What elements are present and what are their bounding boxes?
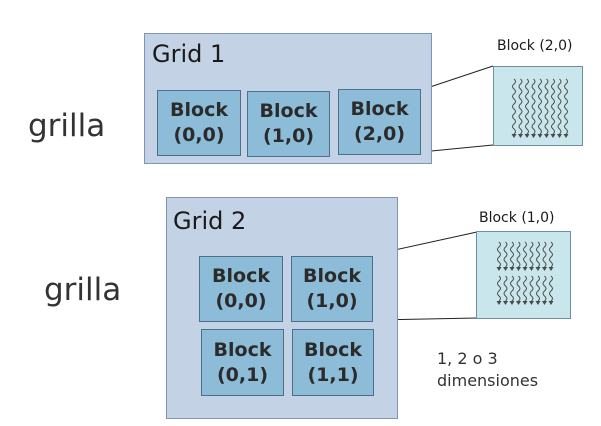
- grid2-side-label: grilla: [44, 272, 122, 308]
- thread-arrowhead-icon: [548, 267, 554, 271]
- wavy-thread-arrow-icon: [542, 275, 547, 302]
- thread-array: [511, 78, 569, 138]
- thread-arrowhead-icon: [496, 267, 502, 271]
- wavy-thread-arrow-icon: [551, 78, 555, 135]
- block-label: Block: [303, 265, 361, 287]
- wavy-thread-arrow-icon: [516, 275, 521, 302]
- wavy-thread-arrow-icon: [503, 275, 508, 302]
- grid2-block-1-1: Block (1,1): [292, 329, 374, 396]
- thread-arrowhead-icon: [544, 134, 549, 138]
- wavy-thread-arrow-icon: [549, 241, 553, 268]
- wavy-thread-arrow-icon: [525, 78, 529, 135]
- wavy-thread-arrow-icon: [497, 241, 501, 268]
- wavy-thread-arrow-icon: [497, 275, 501, 302]
- zoom-block-1-0: [476, 231, 571, 319]
- wavy-thread-arrow-icon: [518, 78, 523, 135]
- wavy-thread-arrow-icon: [557, 78, 562, 135]
- wavy-thread-arrow-icon: [531, 78, 536, 135]
- thread-arrowhead-icon: [550, 134, 556, 138]
- wavy-thread-arrow-icon: [510, 275, 514, 302]
- thread-arrowhead-icon: [524, 134, 530, 138]
- thread-arrowhead-icon: [535, 267, 541, 271]
- thread-arrowhead-icon: [522, 267, 528, 271]
- thread-arrowhead-icon: [518, 134, 523, 138]
- wavy-thread-arrow-icon: [529, 275, 534, 302]
- grid2-title: Grid 2: [173, 207, 247, 235]
- wavy-thread-arrow-icon: [523, 275, 527, 302]
- wavy-thread-arrow-icon: [529, 241, 534, 268]
- dimensions-note: 1, 2 o 3 dimensiones: [437, 348, 538, 392]
- zoom-block-2-0: [493, 66, 583, 146]
- block-index: (0,0): [215, 290, 267, 312]
- thread-arrowhead-icon: [496, 301, 502, 305]
- grid1-block-1-0: Block (1,0): [247, 91, 330, 157]
- block-label: Block: [170, 99, 228, 121]
- thread-arrowhead-icon: [563, 134, 569, 138]
- grid1-side-label: grilla: [28, 108, 106, 144]
- wavy-thread-arrow-icon: [516, 241, 521, 268]
- wavy-thread-arrow-icon: [564, 78, 568, 135]
- block-index: (0,1): [216, 363, 269, 386]
- zoom1-caption: Block (2,0): [497, 38, 573, 54]
- note-line-2: dimensiones: [437, 371, 539, 390]
- wavy-thread-arrow-icon: [523, 241, 527, 268]
- thread-arrowhead-icon: [535, 301, 541, 305]
- wavy-thread-arrow-icon: [536, 275, 540, 302]
- thread-arrowhead-icon: [511, 134, 517, 138]
- wavy-thread-arrow-icon: [538, 78, 542, 135]
- block-label: Block: [350, 98, 409, 120]
- wavy-thread-arrow-icon: [542, 241, 547, 268]
- grid2-block-0-0: Block (0,0): [199, 256, 283, 322]
- grid1-block-0-0: Block (0,0): [157, 90, 241, 156]
- note-line-1: 1, 2 o 3: [437, 349, 498, 368]
- block-label: Block: [212, 265, 270, 287]
- thread-arrowhead-icon: [516, 301, 521, 305]
- block-index: (2,0): [353, 123, 406, 145]
- wavy-thread-arrow-icon: [549, 275, 553, 302]
- thread-arrowhead-icon: [531, 134, 536, 138]
- wavy-thread-arrow-icon: [536, 241, 540, 268]
- thread-arrowhead-icon: [537, 134, 543, 138]
- grid2-block-0-1: Block (0,1): [201, 329, 284, 396]
- thread-arrowhead-icon: [503, 301, 508, 305]
- thread-arrowhead-icon: [522, 301, 528, 305]
- grid-2: Grid 2 Block (0,0) Block (1,0) Block (0,…: [166, 197, 398, 419]
- grid1-block-2-0: Block (2,0): [338, 89, 421, 155]
- block-index: (1,1): [307, 363, 359, 386]
- wavy-thread-arrow-icon: [512, 78, 516, 135]
- connector-grid1-bottom: [420, 144, 494, 153]
- grid-1: Grid 1 Block (0,0) Block (1,0) Block (2,…: [144, 33, 432, 164]
- thread-arrowhead-icon: [503, 267, 508, 271]
- block-index: (0,0): [173, 124, 225, 146]
- thread-arrowhead-icon: [509, 301, 515, 305]
- thread-arrowhead-icon: [509, 267, 515, 271]
- block-label: Block: [259, 100, 318, 122]
- grid2-block-1-0: Block (1,0): [291, 256, 373, 322]
- grid1-title: Grid 1: [152, 40, 226, 68]
- wavy-thread-arrow-icon: [510, 241, 514, 268]
- thread-arrowhead-icon: [557, 134, 562, 138]
- thread-arrowhead-icon: [542, 301, 547, 305]
- thread-arrowhead-icon: [529, 267, 534, 271]
- thread-array: [496, 241, 554, 305]
- thread-arrowhead-icon: [529, 301, 534, 305]
- block-label: Block: [304, 338, 362, 361]
- zoom2-caption: Block (1,0): [479, 210, 555, 226]
- block-index: (1,0): [306, 290, 358, 312]
- connector-grid1-top: [420, 65, 494, 91]
- wavy-thread-arrow-icon: [503, 241, 508, 268]
- wavy-thread-arrow-icon: [544, 78, 549, 135]
- thread-arrowhead-icon: [516, 267, 521, 271]
- block-index: (1,0): [262, 125, 315, 147]
- thread-arrowhead-icon: [542, 267, 547, 271]
- block-label: Block: [213, 338, 272, 361]
- thread-arrowhead-icon: [548, 301, 554, 305]
